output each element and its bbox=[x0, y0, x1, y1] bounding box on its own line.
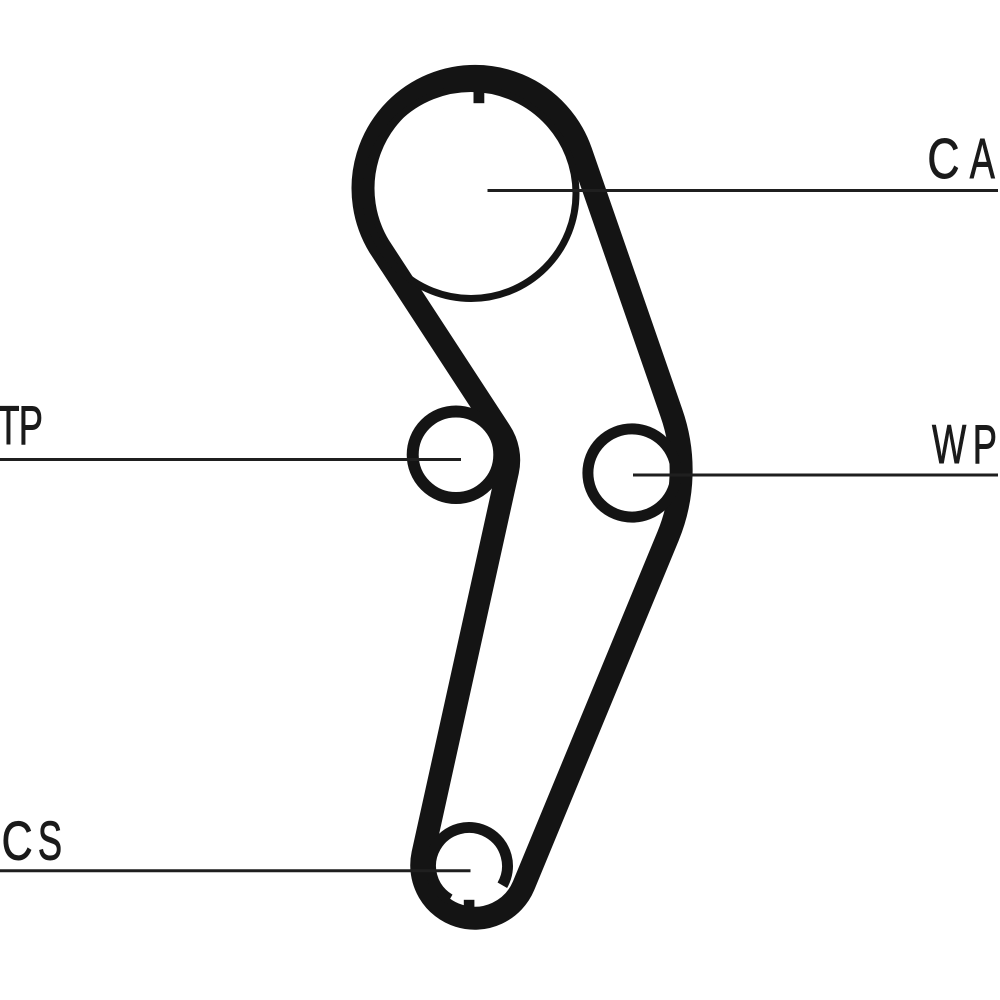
svg-text:A: A bbox=[970, 127, 996, 191]
svg-text:P: P bbox=[19, 394, 43, 455]
svg-text:W: W bbox=[932, 413, 966, 474]
svg-text:S: S bbox=[38, 810, 62, 871]
svg-text:C: C bbox=[927, 127, 959, 191]
svg-text:T: T bbox=[0, 394, 20, 455]
svg-text:C: C bbox=[2, 811, 33, 872]
svg-text:P: P bbox=[973, 413, 997, 474]
